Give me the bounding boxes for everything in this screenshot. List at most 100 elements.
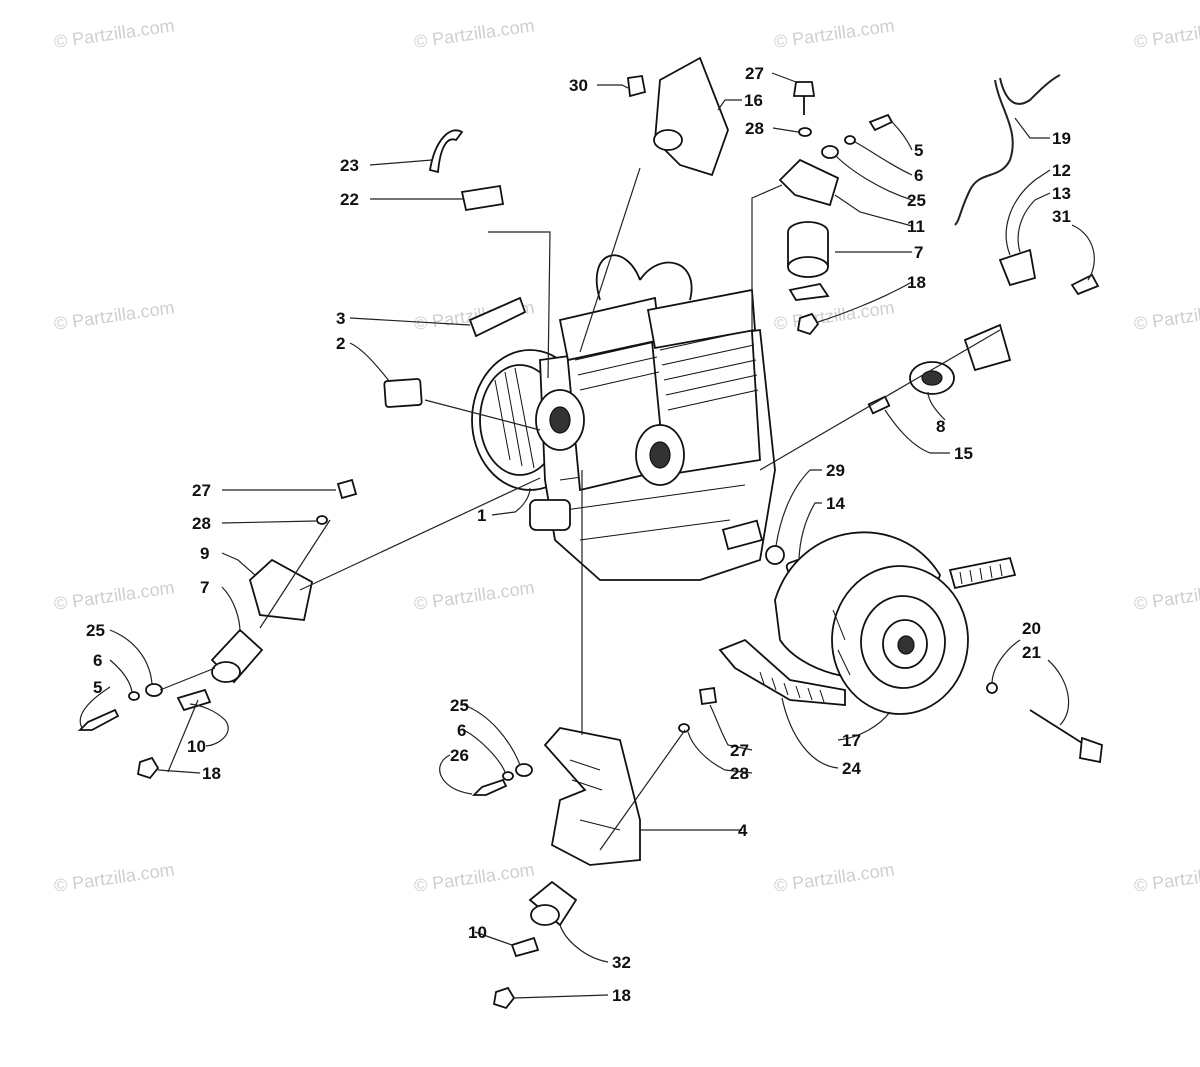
callout-14: 14 bbox=[826, 494, 845, 513]
callout-2: 2 bbox=[336, 334, 345, 353]
rubber-mount-part-32[interactable] bbox=[528, 880, 578, 927]
plate-part-10-bottom[interactable] bbox=[510, 936, 540, 958]
watermark: © Partzilla.com bbox=[413, 859, 536, 896]
watermark: © Partzilla.com bbox=[1133, 15, 1200, 52]
decal-part-2[interactable] bbox=[383, 378, 423, 408]
callout-21: 21 bbox=[1022, 643, 1041, 662]
bracket-part-16[interactable] bbox=[654, 56, 729, 177]
pin-part-15[interactable] bbox=[867, 395, 891, 415]
bolt-part-27-top[interactable] bbox=[792, 81, 816, 97]
callout-29: 29 bbox=[826, 461, 845, 480]
plate-part-10-left[interactable] bbox=[176, 688, 212, 712]
bolt-part-27-left[interactable] bbox=[336, 478, 358, 500]
watermark: © Partzilla.com bbox=[413, 577, 536, 614]
washer-part-6-top[interactable] bbox=[844, 135, 856, 145]
watermark: © Partzilla.com bbox=[413, 15, 536, 52]
callout-13: 13 bbox=[1052, 184, 1071, 203]
callout-31: 31 bbox=[1052, 207, 1071, 226]
callout-8: 8 bbox=[936, 417, 945, 436]
callout-23: 23 bbox=[340, 156, 359, 175]
callout-18: 18 bbox=[907, 273, 926, 292]
watermark: © Partzilla.com bbox=[773, 297, 896, 334]
rubber-mount-part-7-left[interactable] bbox=[210, 628, 264, 684]
callout-28: 28 bbox=[192, 514, 211, 533]
plate-part-22[interactable] bbox=[460, 184, 505, 212]
callout-4: 4 bbox=[738, 821, 748, 840]
callout-18: 18 bbox=[202, 764, 221, 783]
bolt-part-26[interactable] bbox=[471, 778, 508, 796]
callout-12: 12 bbox=[1052, 161, 1071, 180]
callout-6: 6 bbox=[457, 721, 466, 740]
callout-19: 19 bbox=[1052, 129, 1071, 148]
watermark: © Partzilla.com bbox=[53, 859, 176, 896]
washer-part-25-bottom[interactable] bbox=[515, 763, 533, 777]
callout-10: 10 bbox=[468, 923, 487, 942]
strap-part-23[interactable] bbox=[428, 129, 464, 174]
callout-5: 5 bbox=[914, 141, 923, 160]
bolt-part-5-top[interactable] bbox=[868, 113, 894, 132]
callout-6: 6 bbox=[93, 651, 102, 670]
callout-28: 28 bbox=[730, 764, 749, 783]
callout-7: 7 bbox=[914, 243, 923, 262]
watermark: © Partzilla.com bbox=[1133, 297, 1200, 334]
callout-11: 11 bbox=[907, 217, 925, 236]
washer-part-25-left[interactable] bbox=[145, 683, 163, 697]
callout-17: 17 bbox=[842, 731, 861, 750]
callout-27: 27 bbox=[730, 741, 749, 760]
callout-26: 26 bbox=[450, 746, 469, 765]
washer-part-28-left[interactable] bbox=[316, 515, 328, 525]
callout-3: 3 bbox=[336, 309, 345, 328]
watermark: © Partzilla.com bbox=[53, 15, 176, 52]
callout-labels: 30 16 27 28 5 6 25 11 7 18 19 12 13 31 2… bbox=[86, 64, 1071, 1005]
drive-clutch-part-17[interactable] bbox=[774, 531, 969, 715]
washer-part-20[interactable] bbox=[986, 682, 998, 694]
bolt-part-21[interactable] bbox=[1029, 709, 1103, 764]
watermark: © Partzilla.com bbox=[1133, 577, 1200, 614]
callout-25: 25 bbox=[907, 191, 926, 210]
bolt-part-5-left[interactable] bbox=[77, 708, 120, 731]
leader-lines bbox=[79, 72, 1095, 999]
bolt-part-27-bottom[interactable] bbox=[698, 686, 718, 706]
plate-part-9[interactable] bbox=[248, 558, 314, 621]
bracket-part-11[interactable] bbox=[778, 158, 840, 207]
rubber-mount-part-7-top[interactable] bbox=[787, 221, 829, 278]
callout-5: 5 bbox=[93, 678, 102, 697]
callout-6: 6 bbox=[914, 166, 923, 185]
callout-24: 24 bbox=[842, 759, 861, 778]
nut-part-18-left[interactable] bbox=[136, 756, 160, 780]
callout-1: 1 bbox=[477, 506, 486, 525]
callout-28: 28 bbox=[745, 119, 764, 138]
nut-part-18-top[interactable] bbox=[796, 312, 820, 336]
spacer-part-29[interactable] bbox=[765, 545, 785, 565]
watermark: © Partzilla.com bbox=[773, 859, 896, 896]
clip-part-30[interactable] bbox=[627, 74, 647, 98]
callout-32: 32 bbox=[612, 953, 631, 972]
bolt-part-31[interactable] bbox=[1070, 273, 1100, 296]
engine-block[interactable] bbox=[471, 254, 776, 581]
washer-part-25-top[interactable] bbox=[821, 145, 839, 159]
callout-18: 18 bbox=[612, 986, 631, 1005]
pad-part-3[interactable] bbox=[468, 296, 527, 338]
washer-part-6-bottom[interactable] bbox=[502, 771, 514, 781]
watermark: © Partzilla.com bbox=[53, 577, 176, 614]
callout-10: 10 bbox=[187, 737, 206, 756]
callout-30: 30 bbox=[569, 76, 588, 95]
clip-part-12-13[interactable] bbox=[998, 248, 1037, 287]
callout-22: 22 bbox=[340, 190, 359, 209]
spacer-part-8[interactable] bbox=[909, 361, 955, 395]
washer-part-28-top[interactable] bbox=[798, 127, 812, 137]
callout-7: 7 bbox=[200, 578, 209, 597]
mount-bracket-part-4[interactable] bbox=[543, 727, 641, 866]
drive-belt-part-24[interactable] bbox=[718, 556, 1017, 706]
watermark: © Partzilla.com bbox=[773, 15, 896, 52]
watermark: © Partzilla.com bbox=[1133, 859, 1200, 896]
nut-part-18-bottom[interactable] bbox=[492, 986, 516, 1010]
wire-harness-part-19[interactable] bbox=[954, 74, 1061, 226]
washer-part-6-left[interactable] bbox=[128, 691, 140, 701]
callout-25: 25 bbox=[450, 696, 469, 715]
callout-9: 9 bbox=[200, 544, 209, 563]
callout-20: 20 bbox=[1022, 619, 1041, 638]
callout-27: 27 bbox=[192, 481, 211, 500]
